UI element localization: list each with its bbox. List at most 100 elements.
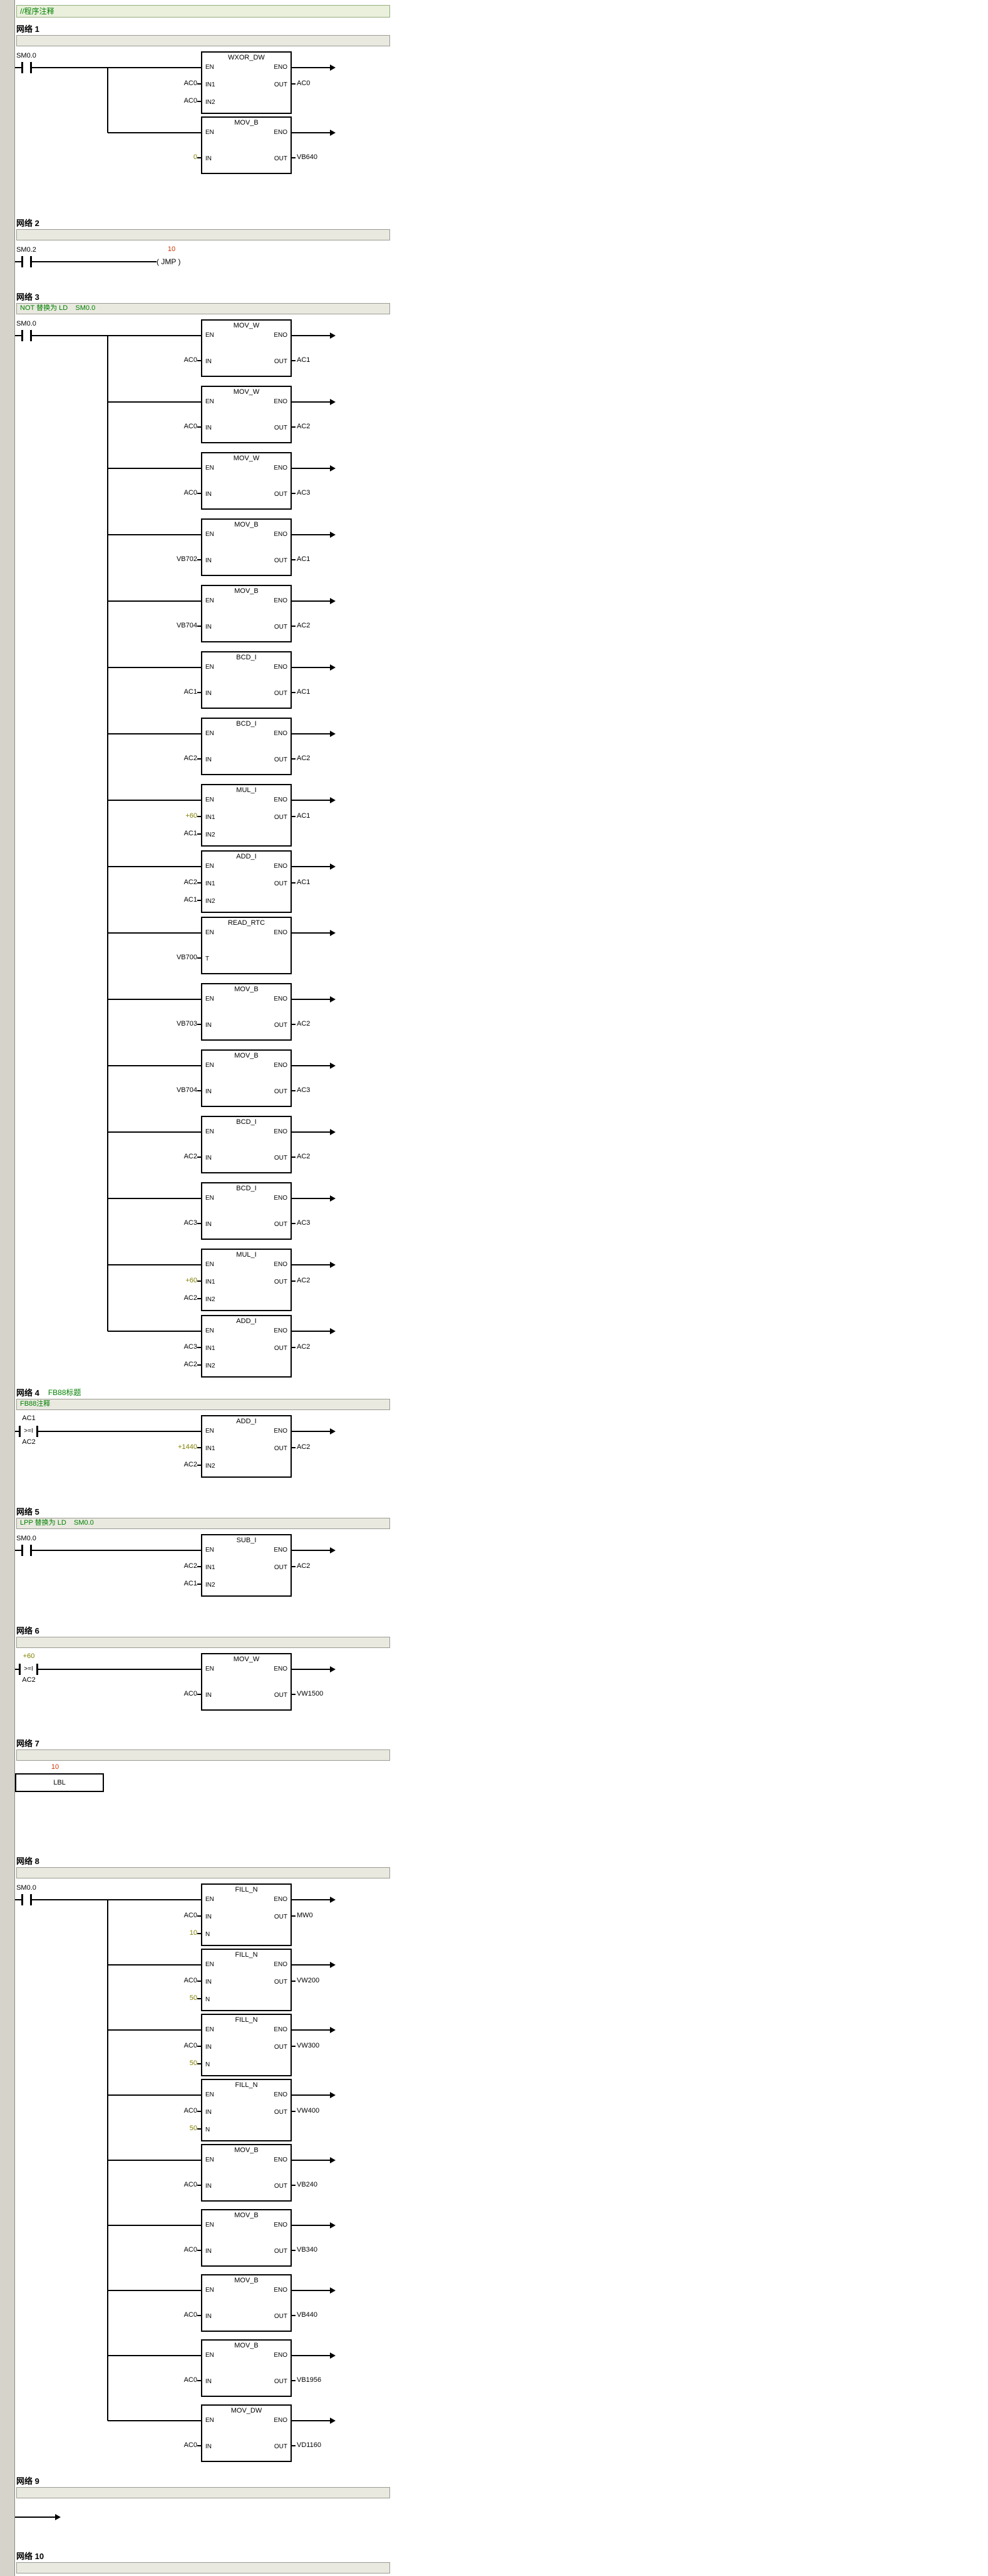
contact-operand[interactable]: SM0.0 bbox=[16, 1884, 36, 1892]
output-operand[interactable]: MW0 bbox=[297, 1912, 313, 1919]
output-operand[interactable]: AC3 bbox=[297, 1219, 311, 1227]
input-operand[interactable]: VB703 bbox=[176, 1020, 197, 1028]
input-operand[interactable]: VB702 bbox=[176, 555, 197, 563]
input-operand[interactable]: AC2 bbox=[183, 755, 197, 762]
output-operand[interactable]: AC2 bbox=[297, 1020, 311, 1028]
output-operand[interactable]: VW200 bbox=[297, 1977, 320, 1984]
input-operand[interactable]: AC0 bbox=[183, 2246, 197, 2254]
output-operand[interactable]: VB1956 bbox=[297, 2376, 322, 2384]
input-operand[interactable]: VB704 bbox=[176, 622, 197, 629]
output-operand[interactable]: AC1 bbox=[297, 878, 311, 886]
input-operand[interactable]: AC0 bbox=[183, 2107, 197, 2115]
compare-top-operand[interactable]: AC1 bbox=[22, 1414, 36, 1422]
input-operand[interactable]: AC2 bbox=[183, 1461, 197, 1468]
input-operand[interactable]: AC0 bbox=[183, 356, 197, 364]
input-operand[interactable]: AC0 bbox=[183, 423, 197, 430]
input-operand[interactable]: AC0 bbox=[183, 2042, 197, 2049]
input-operand[interactable]: AC2 bbox=[183, 1562, 197, 1570]
output-operand[interactable]: AC2 bbox=[297, 622, 311, 629]
output-operand[interactable]: AC3 bbox=[297, 1086, 311, 1094]
output-operand[interactable]: AC2 bbox=[297, 1343, 311, 1351]
label-box[interactable]: LBL bbox=[15, 1773, 104, 1792]
input-operand[interactable]: VB700 bbox=[176, 954, 197, 961]
output-operand[interactable]: VW300 bbox=[297, 2042, 320, 2049]
jump-coil[interactable]: ( JMP ) bbox=[157, 257, 181, 266]
input-operand[interactable]: AC0 bbox=[183, 97, 197, 105]
contact-bar-left[interactable] bbox=[21, 1894, 23, 1905]
compare-top-operand[interactable]: +60 bbox=[23, 1652, 35, 1660]
contact-bar-right[interactable] bbox=[30, 330, 32, 341]
input-operand[interactable]: VB704 bbox=[176, 1086, 197, 1094]
output-operand[interactable]: VB440 bbox=[297, 2311, 318, 2319]
network-comment-bar[interactable] bbox=[16, 2562, 390, 2573]
input-operand[interactable]: 0 bbox=[193, 153, 197, 161]
input-operand[interactable]: AC2 bbox=[183, 1361, 197, 1368]
input-operand[interactable]: 50 bbox=[189, 2125, 197, 2132]
output-operand[interactable]: AC0 bbox=[297, 80, 311, 87]
output-operand[interactable]: VD1160 bbox=[297, 2441, 321, 2449]
network-comment-bar[interactable]: FB88注释 bbox=[16, 1399, 390, 1410]
output-operand[interactable]: AC1 bbox=[297, 356, 311, 364]
input-operand[interactable]: AC2 bbox=[183, 878, 197, 886]
input-operand[interactable]: AC2 bbox=[183, 1294, 197, 1302]
network-comment-bar[interactable] bbox=[16, 2487, 390, 2498]
output-operand[interactable]: AC1 bbox=[297, 812, 311, 820]
output-operand[interactable]: AC2 bbox=[297, 1153, 311, 1160]
compare-bottom-operand[interactable]: AC2 bbox=[22, 1676, 36, 1684]
contact-bar-left[interactable] bbox=[21, 256, 23, 267]
contact-bar-right[interactable] bbox=[30, 256, 32, 267]
input-operand[interactable]: +1440 bbox=[178, 1443, 197, 1451]
output-operand[interactable]: VB240 bbox=[297, 2181, 318, 2188]
output-operand[interactable]: AC2 bbox=[297, 423, 311, 430]
output-operand[interactable]: VB640 bbox=[297, 153, 318, 161]
output-operand[interactable]: AC2 bbox=[297, 1562, 311, 1570]
input-operand[interactable]: AC1 bbox=[183, 1580, 197, 1587]
network-comment-bar[interactable]: LPP 替换为 LD SM0.0 bbox=[16, 1518, 390, 1529]
input-operand[interactable]: AC0 bbox=[183, 80, 197, 87]
output-operand[interactable]: AC2 bbox=[297, 1277, 311, 1284]
input-operand[interactable]: AC0 bbox=[183, 2441, 197, 2449]
input-operand[interactable]: AC0 bbox=[183, 1690, 197, 1698]
output-operand[interactable]: VB340 bbox=[297, 2246, 318, 2254]
input-operand[interactable]: 50 bbox=[189, 2059, 197, 2067]
input-operand[interactable]: +60 bbox=[185, 812, 197, 820]
network-comment-bar[interactable]: NOT 替换为 LD SM0.0 bbox=[16, 303, 390, 314]
input-operand[interactable]: AC1 bbox=[183, 688, 197, 696]
input-operand[interactable]: 50 bbox=[189, 1994, 197, 2002]
output-operand[interactable]: AC1 bbox=[297, 688, 311, 696]
compare-contact-bar-right[interactable] bbox=[36, 1426, 38, 1437]
contact-bar-left[interactable] bbox=[21, 62, 23, 73]
network-comment-bar[interactable] bbox=[16, 35, 390, 46]
input-operand[interactable]: AC3 bbox=[183, 1343, 197, 1351]
contact-bar-left[interactable] bbox=[21, 330, 23, 341]
input-operand[interactable]: AC0 bbox=[183, 2376, 197, 2384]
network-comment-bar[interactable] bbox=[16, 1637, 390, 1648]
output-operand[interactable]: AC3 bbox=[297, 489, 311, 497]
output-operand[interactable]: AC2 bbox=[297, 1443, 311, 1451]
contact-operand[interactable]: SM0.0 bbox=[16, 52, 36, 59]
contact-operand[interactable]: SM0.0 bbox=[16, 1535, 36, 1542]
input-operand[interactable]: AC1 bbox=[183, 896, 197, 904]
network-comment-bar[interactable] bbox=[16, 1749, 390, 1761]
input-operand[interactable]: AC0 bbox=[183, 1912, 197, 1919]
input-operand[interactable]: AC0 bbox=[183, 1977, 197, 1984]
